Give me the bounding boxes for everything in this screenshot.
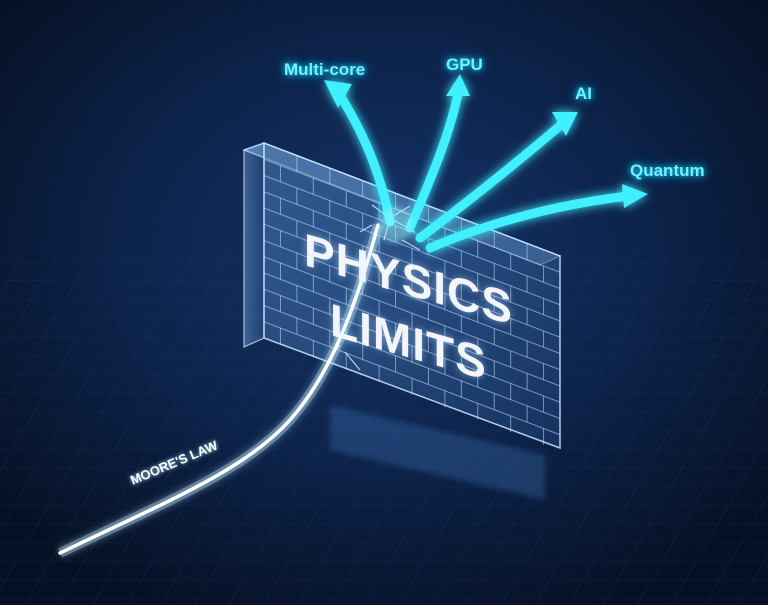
arrow-head-quantum xyxy=(622,184,648,208)
arrow-label-quantum: Quantum xyxy=(630,161,705,180)
impact-glow xyxy=(377,207,413,243)
arrow-label-ai: AI xyxy=(575,84,592,103)
arrow-head-gpu xyxy=(446,74,470,96)
glass-brick-wall xyxy=(242,141,562,450)
moores-law-curve xyxy=(57,223,383,558)
arrow-gpu xyxy=(405,74,470,233)
arrow-quantum xyxy=(425,184,648,253)
arrow-head-multicore xyxy=(324,80,352,108)
arrow-label-gpu: GPU xyxy=(446,55,483,74)
arrow-multicore xyxy=(324,80,395,227)
arrow-head-ai xyxy=(552,112,578,136)
wall-reflection xyxy=(330,405,545,500)
arrow-ai xyxy=(415,112,578,243)
arrow-label-multicore: Multi-core xyxy=(284,60,366,79)
